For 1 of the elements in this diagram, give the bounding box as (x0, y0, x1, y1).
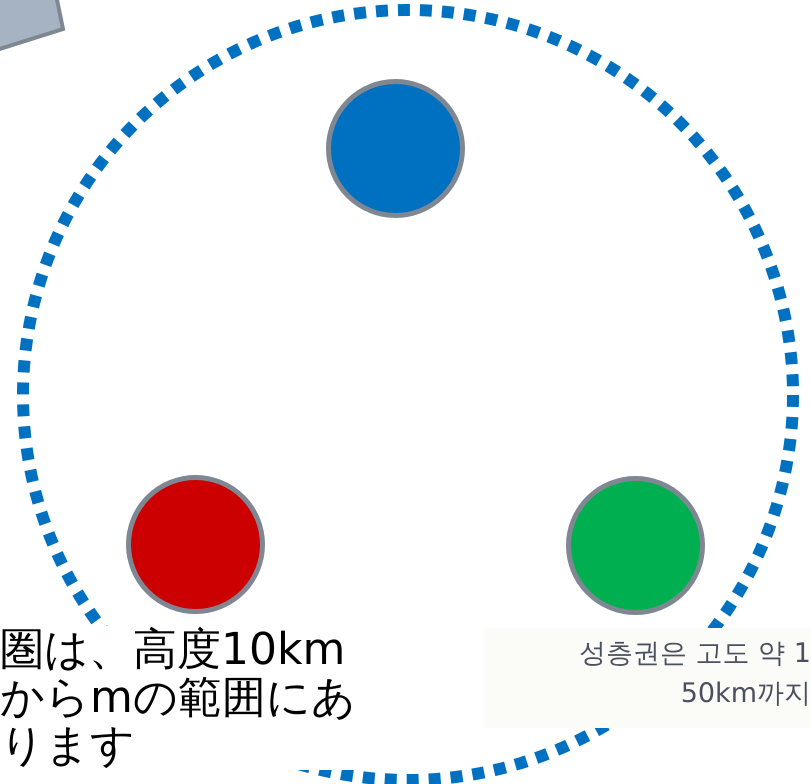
caption-text: 성층권은 고도 약 1 50km까지 (484, 628, 811, 728)
